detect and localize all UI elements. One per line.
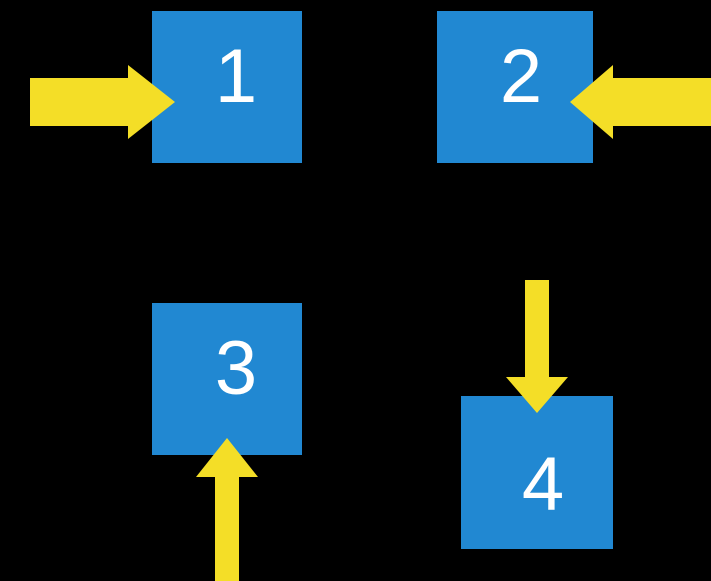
block-node-1-label: 1 (214, 34, 258, 119)
block-node-3-label: 3 (214, 326, 258, 411)
block-node-4[interactable]: 4 (461, 396, 613, 549)
arrow-right-shape (30, 65, 175, 139)
arrow-left-shape (570, 65, 711, 139)
arrow-right-icon (30, 65, 175, 139)
block-node-2-label: 2 (499, 34, 543, 119)
block-node-2[interactable]: 2 (437, 11, 593, 163)
arrow-up-shape (196, 438, 258, 581)
arrow-down-icon (506, 280, 568, 413)
arrow-left-icon (570, 65, 711, 139)
block-node-4-label: 4 (521, 441, 565, 527)
arrow-down-shape (506, 280, 568, 413)
block-node-1[interactable]: 1 (152, 11, 302, 163)
block-node-3[interactable]: 3 (152, 303, 302, 455)
arrow-up-icon (196, 438, 258, 581)
